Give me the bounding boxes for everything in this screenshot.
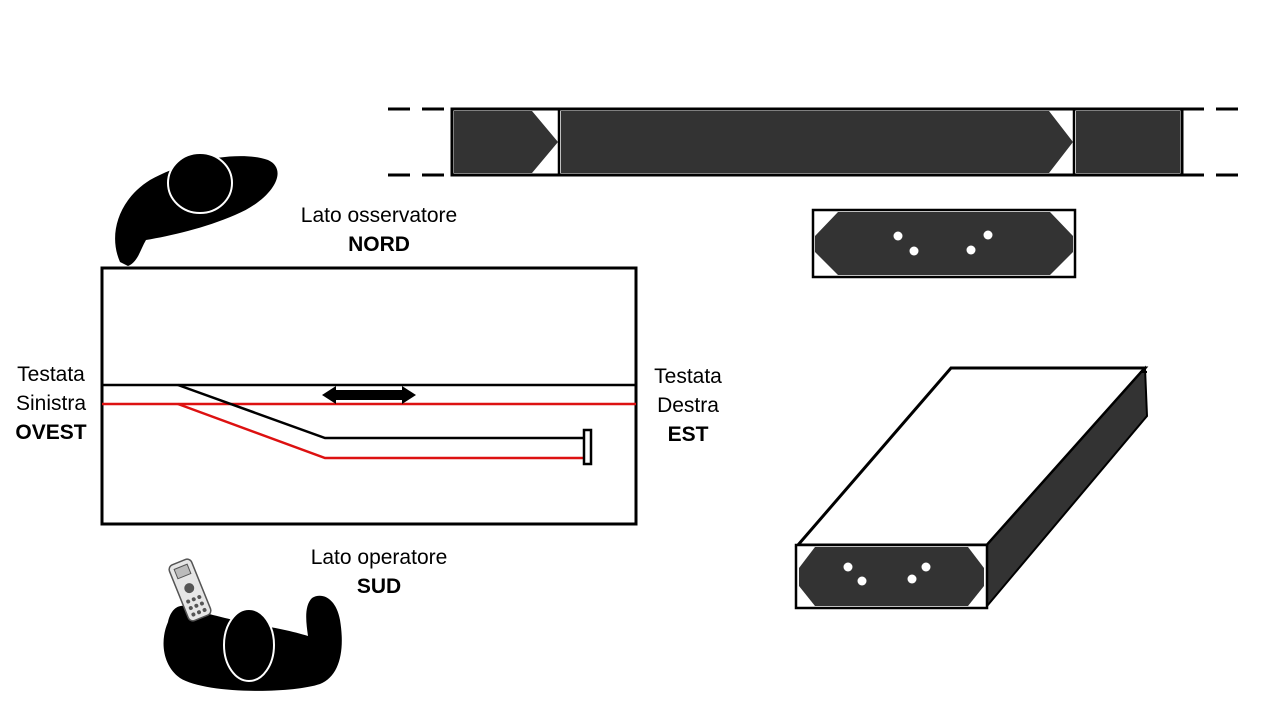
module-3d-view (794, 365, 1149, 610)
operator-icon (163, 595, 342, 691)
siding-track (177, 402, 588, 460)
west-label-line3: OVEST (15, 421, 87, 444)
west-label-line2: Sinistra (15, 392, 87, 415)
north-label-line2: NORD (348, 233, 410, 256)
north-label-line1: Lato osservatore (300, 204, 458, 227)
east-label: Testata Destra EST (640, 362, 736, 449)
observer-icon (115, 152, 278, 266)
module-end-view (811, 208, 1077, 279)
west-label-line1: Testata (17, 363, 85, 386)
south-label: Lato operatore SUD (284, 543, 474, 601)
east-label-line3: EST (667, 423, 709, 446)
south-label-line2: SUD (356, 575, 402, 598)
south-label-line1: Lato operatore (310, 546, 448, 569)
buffer-stop-icon (582, 428, 593, 466)
west-label: Testata Sinistra OVEST (4, 360, 98, 447)
remote-throttle-icon (168, 558, 212, 622)
east-label-line2: Destra (657, 394, 719, 417)
module-strip-top-view (388, 107, 1246, 177)
double-arrow-icon (322, 386, 416, 404)
siding-black-line (177, 383, 588, 440)
north-label: Lato osservatore NORD (274, 201, 484, 259)
east-label-line1: Testata (654, 365, 722, 388)
